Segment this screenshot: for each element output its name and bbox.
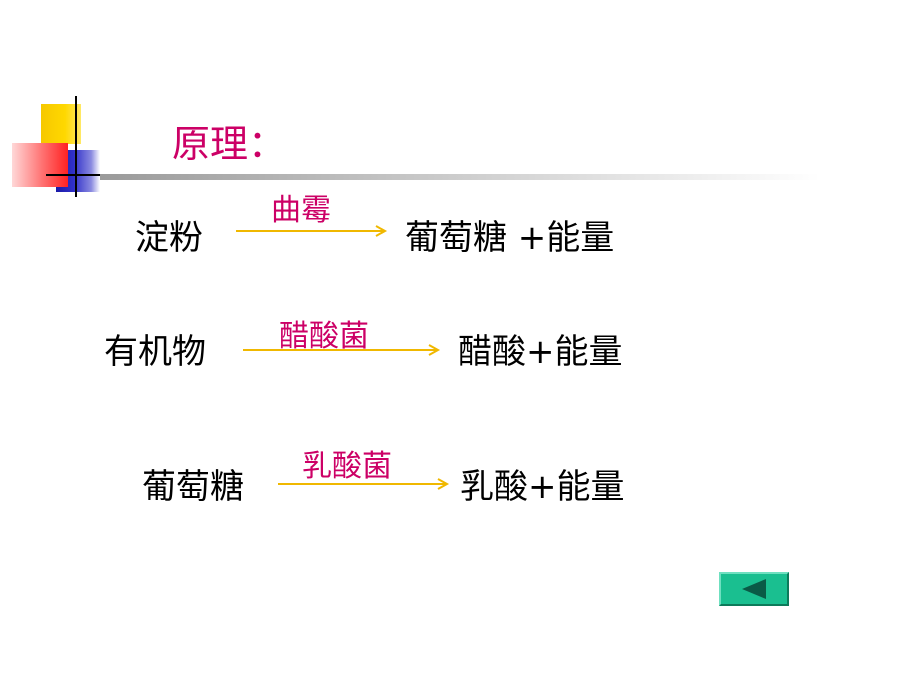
decor-square-red bbox=[12, 143, 68, 187]
reaction-3-arrow-icon bbox=[278, 478, 450, 490]
reaction-3-agent: 乳酸菌 bbox=[302, 449, 392, 484]
reaction-3-product: 乳酸+能量 bbox=[460, 467, 625, 507]
decor-horizontal-line bbox=[46, 174, 100, 176]
reaction-2-arrow-icon bbox=[243, 344, 441, 356]
reaction-1-agent: 曲霉 bbox=[271, 193, 331, 228]
decor-vertical-line bbox=[75, 96, 77, 197]
reaction-1-reactant: 淀粉 bbox=[135, 218, 203, 258]
reaction-2-product: 醋酸+能量 bbox=[458, 332, 623, 372]
title-underline bbox=[100, 174, 820, 180]
reaction-2-agent: 醋酸菌 bbox=[279, 319, 369, 354]
back-button[interactable] bbox=[719, 572, 789, 606]
decor-square-yellow bbox=[41, 104, 81, 144]
reaction-1-arrow-icon bbox=[236, 225, 388, 237]
triangle-left-icon bbox=[742, 579, 766, 599]
slide-title: 原理： bbox=[172, 122, 287, 166]
reaction-2-reactant: 有机物 bbox=[104, 332, 206, 372]
reaction-3-reactant: 葡萄糖 bbox=[142, 467, 244, 507]
reaction-1-product: 葡萄糖 +能量 bbox=[405, 218, 615, 258]
